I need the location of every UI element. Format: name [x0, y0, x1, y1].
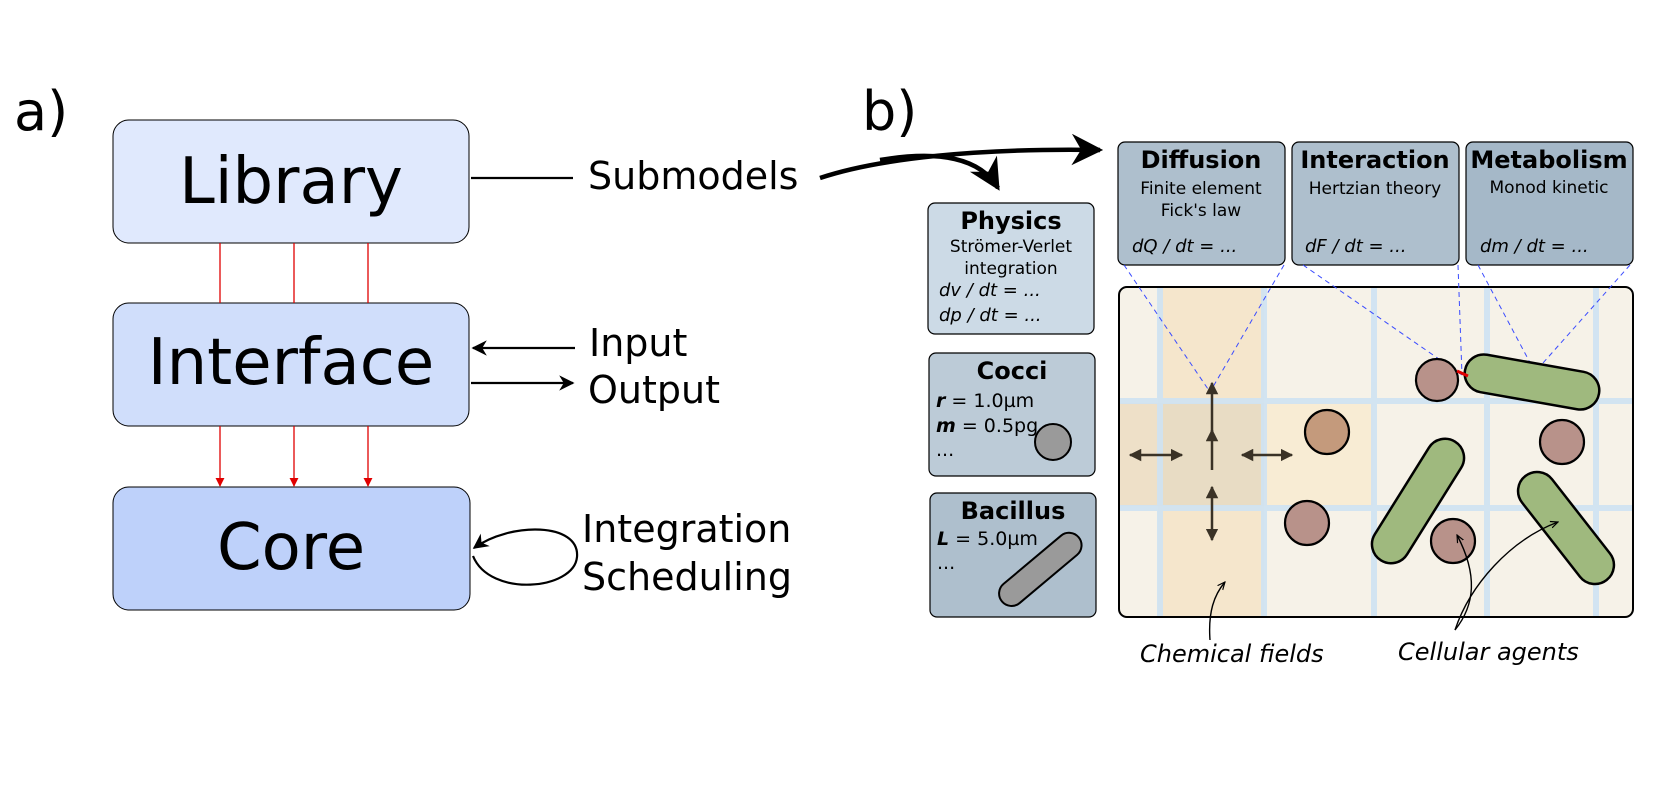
cocci-mass: m = 0.5pg	[936, 415, 1038, 437]
interface-box	[112, 302, 470, 427]
cocci-mass-value: = 0.5pg	[956, 415, 1038, 437]
coccus-icon	[1034, 423, 1072, 461]
diffusion-eq: dQ / dt = ...	[1132, 236, 1237, 257]
cocci-more: ...	[936, 439, 954, 461]
bacillus-length: L = 5.0µm	[937, 528, 1038, 550]
cocci-radius-value: = 1.0µm	[945, 390, 1034, 412]
cocci-title: Cocci	[977, 357, 1048, 385]
cocci-mass-symbol: m	[936, 415, 956, 437]
interface-label: Interface	[148, 326, 435, 400]
core-box	[112, 486, 471, 611]
physics-card	[927, 202, 1095, 335]
projection-lines	[1123, 264, 1631, 393]
submodels-to-physics-arrow	[879, 153, 1000, 191]
diffusion-title: Diffusion	[1141, 146, 1262, 174]
panel-a-letter: a)	[14, 80, 68, 143]
integration-label: Integration	[582, 507, 791, 551]
panel-a: a) Library Interface Core Submodels Inpu…	[14, 80, 798, 611]
metabolism-eq: dm / dt = ...	[1480, 236, 1589, 257]
physics-eq2: dp / dt = ...	[939, 305, 1042, 326]
contact-marker	[1456, 369, 1469, 378]
panel-b-letter: b)	[862, 80, 917, 143]
bacillus-agent	[1463, 353, 1601, 411]
cellular-agents-pointer-1	[1454, 535, 1473, 631]
chemical-fields-caption: Chemical fields	[1140, 640, 1324, 668]
metabolism-title: Metabolism	[1470, 146, 1627, 174]
diffusion-card	[1117, 141, 1286, 266]
interaction-line1: Hertzian theory	[1309, 179, 1442, 199]
scheduling-label: Scheduling	[582, 555, 792, 599]
panel-b: b) Physics Strömer-Verlet integration dv…	[819, 80, 1634, 668]
bacillus-card	[929, 492, 1097, 618]
coccus-agent	[1283, 499, 1331, 547]
physics-line2: integration	[964, 259, 1057, 279]
output-label: Output	[588, 368, 720, 412]
cellular-agents-caption: Cellular agents	[1398, 638, 1579, 666]
diffusion-line1: Finite element	[1140, 179, 1262, 199]
submodels-to-top-arrow	[819, 133, 1104, 181]
cocci-radius: r = 1.0µm	[936, 390, 1034, 412]
physics-line1: Strömer-Verlet	[950, 237, 1072, 257]
physics-title: Physics	[960, 207, 1061, 235]
bacillus-length-value: = 5.0µm	[949, 528, 1038, 550]
library-box	[112, 119, 470, 244]
cellular-agents-pointer-2	[1454, 522, 1558, 631]
coccus-agent	[1538, 418, 1586, 466]
diffusion-arrows	[1128, 381, 1294, 542]
bacillus-title: Bacillus	[961, 497, 1066, 525]
submodels-label: Submodels	[588, 154, 798, 198]
interaction-card	[1291, 141, 1460, 266]
chemical-fields-pointer	[1208, 582, 1225, 641]
input-label: Input	[589, 321, 687, 365]
coccus-agent	[1303, 408, 1351, 456]
bacillus-more: ...	[937, 552, 955, 574]
coccus-agent	[1414, 357, 1460, 403]
self-loop-arrow	[471, 528, 579, 586]
metabolism-line1: Monod kinetic	[1490, 178, 1609, 198]
interaction-title: Interaction	[1300, 146, 1449, 174]
bacillus-agent	[1516, 470, 1616, 586]
simulation-field-border	[1118, 286, 1634, 618]
diffusion-line2: Fick's law	[1161, 201, 1242, 221]
interaction-eq: dF / dt = ...	[1305, 236, 1406, 257]
core-label: Core	[217, 511, 365, 585]
bacillus-icon	[998, 531, 1083, 607]
physics-eq1: dv / dt = ...	[939, 280, 1041, 301]
coccus-agent	[1429, 517, 1477, 565]
bacillus-length-symbol: L	[937, 528, 949, 550]
metabolism-card	[1465, 141, 1634, 266]
cocci-radius-symbol: r	[936, 390, 947, 412]
library-label: Library	[179, 145, 403, 219]
bacillus-agent	[1370, 437, 1466, 565]
